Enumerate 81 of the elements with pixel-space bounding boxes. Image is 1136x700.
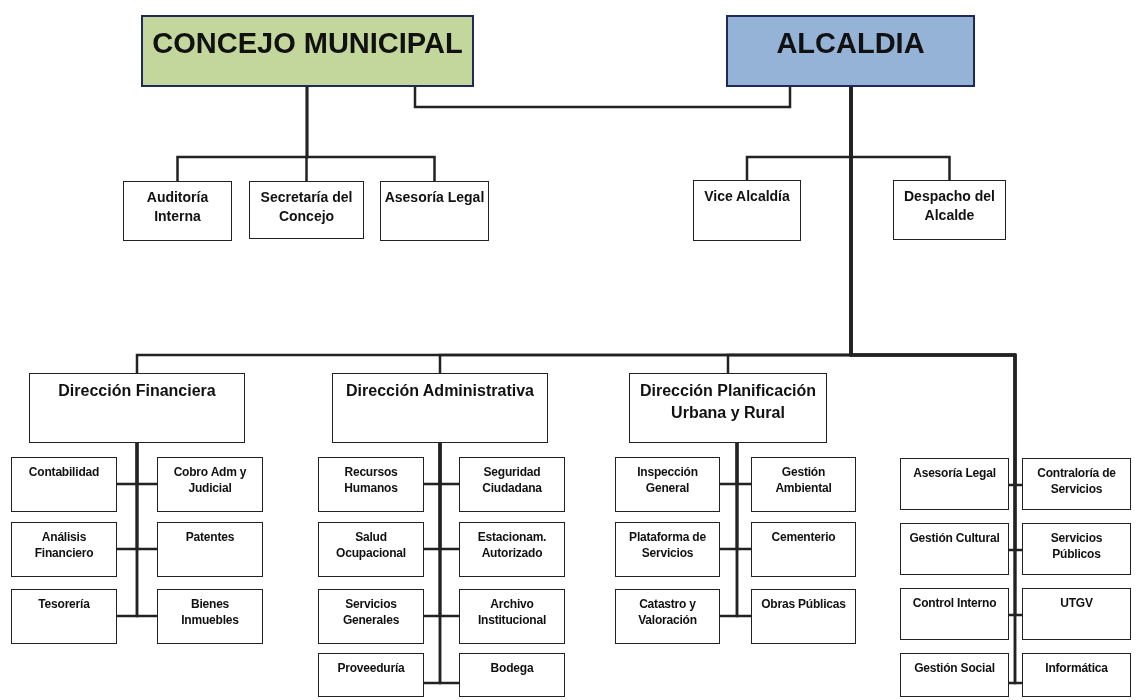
unit-box bbox=[893, 180, 1006, 240]
box-label: Gestión Social bbox=[914, 660, 995, 677]
box-label: ALCALDIA bbox=[776, 28, 925, 60]
unit-box bbox=[615, 589, 720, 644]
box-label: Salud Ocupacional bbox=[335, 529, 407, 562]
unit-box bbox=[249, 181, 364, 239]
box-label: Catastro y Valoración bbox=[637, 596, 698, 629]
connector-line bbox=[438, 443, 459, 685]
unit-box bbox=[11, 589, 117, 644]
box-label: Control Interno bbox=[912, 595, 997, 612]
box-label: Servicios Generales bbox=[341, 596, 401, 629]
unit-box bbox=[751, 522, 856, 577]
connector-line bbox=[305, 87, 436, 181]
unit-box bbox=[1022, 653, 1131, 697]
unit-box bbox=[459, 457, 565, 512]
box-label: Proveeduría bbox=[337, 660, 405, 677]
box-label: Estacionam. Autorizado bbox=[476, 529, 548, 562]
box-label: Dirección Planificación Urbana y Rural bbox=[638, 381, 818, 423]
box-label: Patentes bbox=[185, 529, 235, 546]
box-label: Contabilidad bbox=[28, 464, 100, 481]
unit-box bbox=[693, 180, 801, 241]
box-label: Despacho del Alcalde bbox=[903, 187, 996, 225]
box-label: Dirección Administrativa bbox=[346, 381, 534, 401]
title-box bbox=[141, 15, 474, 87]
unit-box bbox=[615, 522, 720, 577]
box-label: Gestión Cultural bbox=[909, 530, 1000, 547]
unit-box bbox=[900, 588, 1009, 640]
box-label: Archivo Institucional bbox=[476, 596, 548, 629]
connector-line bbox=[413, 87, 792, 109]
department-box bbox=[629, 373, 827, 443]
box-label: CONCEJO MUNICIPAL bbox=[152, 28, 463, 60]
box-label: Cementerio bbox=[771, 529, 836, 546]
box-label: Cobro Adm y Judicial bbox=[172, 464, 248, 497]
unit-box bbox=[11, 457, 117, 512]
unit-box bbox=[751, 589, 856, 644]
box-label: Asesoría Legal bbox=[913, 465, 996, 482]
unit-box bbox=[318, 653, 424, 697]
unit-box bbox=[123, 181, 232, 241]
unit-box bbox=[615, 457, 720, 512]
box-label: Inspección General bbox=[636, 464, 699, 497]
unit-box bbox=[157, 522, 263, 577]
box-label: Contraloría de Servicios bbox=[1036, 465, 1117, 498]
box-label: Gestión Ambiental bbox=[774, 464, 833, 497]
unit-box bbox=[318, 457, 424, 512]
unit-box bbox=[459, 522, 565, 577]
box-label: UTGV bbox=[1060, 595, 1093, 612]
box-label: Bienes Inmuebles bbox=[180, 596, 240, 629]
box-label: Auditoría Interna bbox=[145, 188, 210, 226]
box-label: Obras Públicas bbox=[761, 596, 846, 613]
unit-box bbox=[318, 589, 424, 644]
connector-line bbox=[735, 443, 751, 618]
box-label: Secretaría del Concejo bbox=[259, 188, 354, 226]
unit-box bbox=[1022, 588, 1131, 640]
unit-box bbox=[459, 653, 565, 697]
unit-box bbox=[459, 589, 565, 644]
box-label: Vice Alcaldía bbox=[704, 187, 790, 206]
title-box bbox=[726, 15, 975, 87]
unit-box bbox=[318, 522, 424, 577]
unit-box bbox=[900, 523, 1009, 575]
box-label: Recursos Humanos bbox=[343, 464, 399, 497]
unit-box bbox=[900, 458, 1009, 510]
box-label: Dirección Financiera bbox=[58, 381, 216, 401]
department-box bbox=[29, 373, 245, 443]
connector-line bbox=[135, 443, 157, 618]
unit-box bbox=[157, 589, 263, 644]
box-label: Servicios Públicos bbox=[1049, 530, 1104, 563]
department-box bbox=[332, 373, 548, 443]
unit-box bbox=[751, 457, 856, 512]
unit-box bbox=[380, 181, 489, 241]
box-label: Análisis Financiero bbox=[33, 529, 95, 562]
box-label: Seguridad Ciudadana bbox=[481, 464, 543, 497]
unit-box bbox=[157, 457, 263, 512]
box-label: Asesoría Legal bbox=[384, 188, 485, 207]
box-label: Bodega bbox=[490, 660, 534, 677]
unit-box bbox=[900, 653, 1009, 697]
unit-box bbox=[11, 522, 117, 577]
box-label: Plataforma de Servicios bbox=[628, 529, 707, 562]
unit-box bbox=[1022, 523, 1131, 575]
box-label: Tesorería bbox=[38, 596, 90, 613]
unit-box bbox=[1022, 458, 1131, 510]
box-label: Informática bbox=[1045, 660, 1108, 677]
